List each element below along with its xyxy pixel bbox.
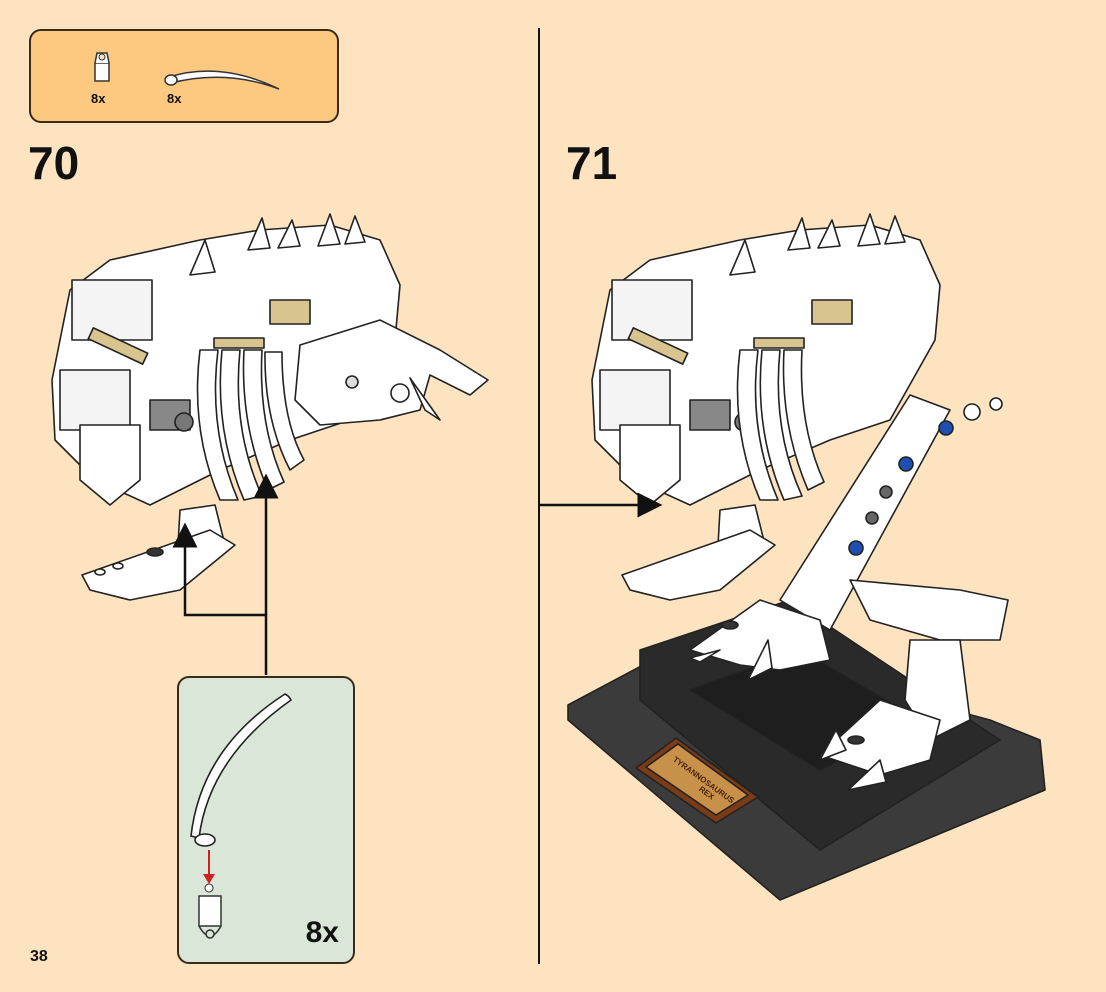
clip-piece-icon	[198, 895, 222, 939]
part-count-clip: 8x	[91, 91, 106, 106]
parts-icons	[94, 52, 280, 90]
part-count-horn: 8x	[167, 91, 182, 106]
curved-horn-piece-icon	[164, 70, 280, 90]
subassembly-illustration	[190, 693, 293, 939]
panel-divider	[538, 28, 540, 964]
page-number: 38	[30, 948, 48, 965]
step-70-model	[51, 213, 489, 601]
clip-piece-icon	[94, 52, 110, 82]
name-plaque	[635, 737, 759, 824]
parts-list-box: 8x 8x	[29, 29, 339, 123]
curved-horn-piece-icon	[190, 693, 293, 847]
subassembly-box: 8x	[177, 676, 355, 964]
step-71-model	[567, 213, 1046, 901]
step-number-70: 70	[28, 137, 80, 189]
step-number-71: 71	[566, 137, 618, 189]
down-arrow-icon	[203, 850, 215, 893]
subassembly-count: 8x	[305, 916, 339, 949]
step-70-arrows	[172, 473, 279, 675]
